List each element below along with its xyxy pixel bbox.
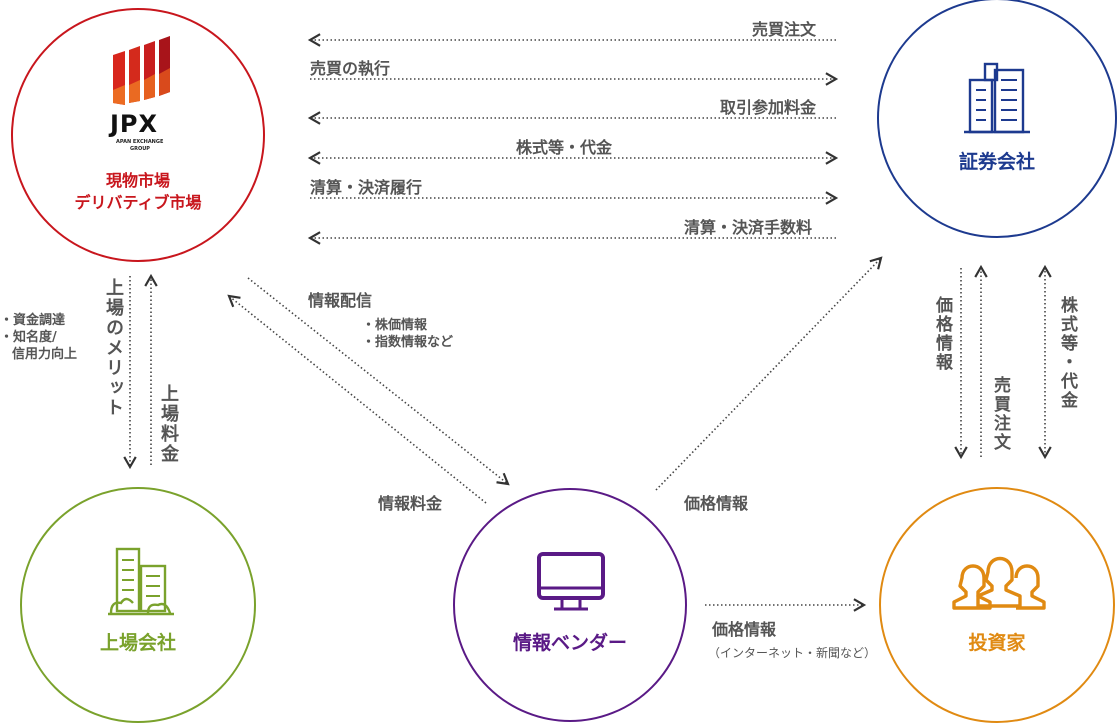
vendor-label: 情報ベンダー: [512, 632, 627, 654]
listed-circle: [20, 487, 256, 723]
merit-item: 信用力向上: [12, 347, 78, 362]
arrow-price-to-securities: [655, 256, 883, 491]
info-item: ・指数情報など: [362, 335, 454, 350]
jpx-logo-sub2: GROUP: [130, 146, 150, 152]
office-building-icon: [964, 62, 1030, 134]
jpx-line2: デリバティブ市場: [74, 193, 202, 212]
people-group-icon: [952, 556, 1046, 610]
investor-circle: [879, 487, 1115, 723]
jpx-logo-sub1: APAN EXCHANGE: [116, 139, 164, 145]
label-order: 売買注文: [752, 20, 817, 39]
jpx-logo-text: JPX: [110, 110, 159, 138]
label-listing-fee: 上場料金: [158, 384, 179, 464]
arrow-info-fee: [227, 294, 487, 504]
listed-label: 上場会社: [99, 632, 176, 654]
label-stocks-payment-right: 株式等・代金: [1057, 296, 1077, 410]
label-price-info-bottom: 価格情報: [712, 620, 777, 639]
merit-item: ・知名度/: [0, 330, 57, 345]
jpx-line1: 現物市場: [105, 171, 170, 190]
label-info-distribution: 情報配信: [308, 291, 373, 310]
label-listing-merit: 上場のメリット: [103, 278, 124, 418]
label-info-fee: 情報料金: [378, 494, 443, 513]
label-stocks-payment: 株式等・代金: [516, 138, 613, 157]
listing-merit-list: ・資金調達 ・知名度/ 信用力向上: [0, 312, 77, 363]
label-settlement: 清算・決済履行: [310, 178, 423, 197]
jpx-logo-icon: [113, 36, 170, 105]
label-price-info-note: （インターネット・新聞など）: [708, 646, 877, 660]
jpx-market-label: 現物市場 デリバティブ市場: [38, 170, 238, 214]
info-item: ・株価情報: [362, 318, 428, 333]
building-with-trees-icon: [108, 547, 174, 616]
vendor-circle: [453, 488, 687, 722]
merit-item: ・資金調達: [0, 313, 66, 328]
securities-label: 証券会社: [958, 151, 1035, 173]
label-participation-fee: 取引参加料金: [720, 98, 817, 117]
info-items-list: ・株価情報 ・指数情報など: [362, 317, 453, 351]
securities-circle: [877, 0, 1117, 238]
label-price-info-up: 価格情報: [684, 494, 749, 513]
monitor-icon: [537, 552, 605, 611]
label-execution: 売買の執行: [310, 59, 391, 78]
investor-label: 投資家: [968, 632, 1026, 654]
label-order-right: 売買注文: [990, 376, 1010, 452]
arrow-info-distribution: [247, 277, 510, 486]
jpx-circle: [11, 8, 265, 262]
label-settlement-fee: 清算・決済手数料: [684, 218, 813, 237]
label-price-info-right: 価格情報: [932, 296, 952, 372]
